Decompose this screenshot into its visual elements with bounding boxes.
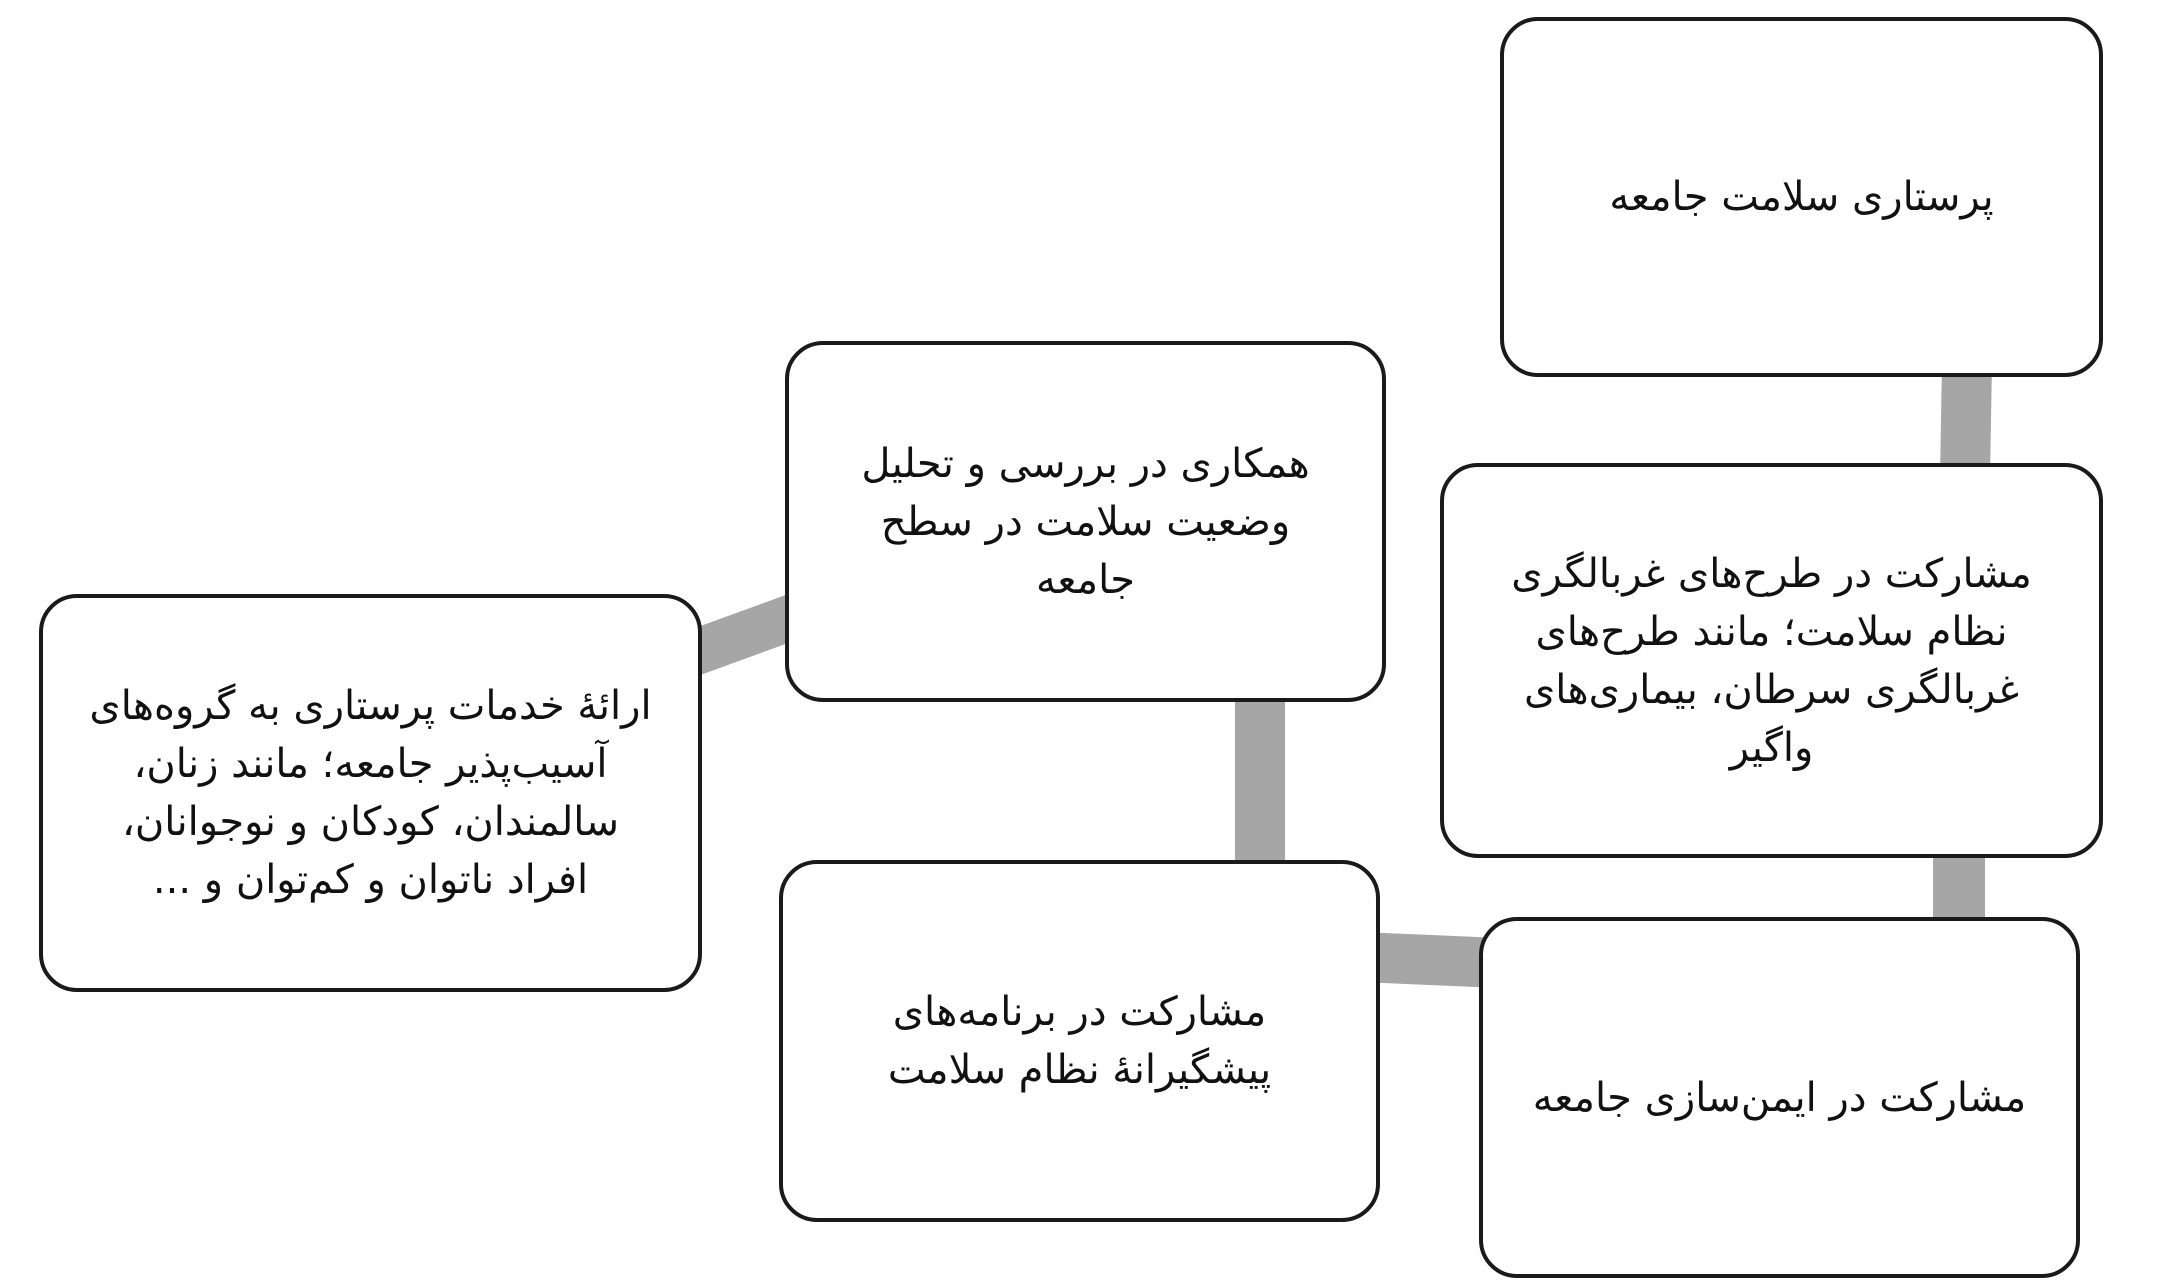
node-preventive-programs: مشارکت در برنامه‌های پیشگیرانهٔ نظام سلا…: [779, 860, 1380, 1222]
node-community-immunization: مشارکت در ایمن‌سازی جامعه: [1479, 917, 2080, 1278]
node-label: مشارکت در ایمن‌سازی جامعه: [1532, 1074, 2027, 1121]
node-label: پرستاری سلامت جامعه: [1609, 174, 1994, 220]
node-label: مشارکت در برنامه‌های پیشگیرانهٔ نظام سلا…: [887, 989, 1272, 1093]
node-vulnerable-groups-services: ارائهٔ خدمات پرستاری به گروه‌های آسیب‌پذ…: [39, 594, 702, 992]
connector-screening-to-immunization: [1933, 852, 1985, 924]
node-label: همکاری در بررسی و تحلیل وضعیت سلامت در س…: [861, 440, 1310, 603]
node-label: مشارکت در طرح‌های غربالگری نظام سلامت؛ م…: [1511, 550, 2032, 771]
node-health-status-analysis: همکاری در بررسی و تحلیل وضعیت سلامت در س…: [785, 341, 1386, 702]
node-label: ارائهٔ خدمات پرستاری به گروه‌های آسیب‌پذ…: [89, 683, 652, 903]
connector-community-to-screening: [1940, 370, 1992, 470]
node-community-health-nursing: پرستاری سلامت جامعه: [1500, 17, 2103, 377]
connector-immunization-to-preventive: [1373, 932, 1487, 988]
node-screening-participation: مشارکت در طرح‌های غربالگری نظام سلامت؛ م…: [1440, 463, 2103, 858]
connector-preventive-to-analysis: [1235, 696, 1285, 866]
connector-analysis-to-vulnerable: [685, 595, 801, 675]
